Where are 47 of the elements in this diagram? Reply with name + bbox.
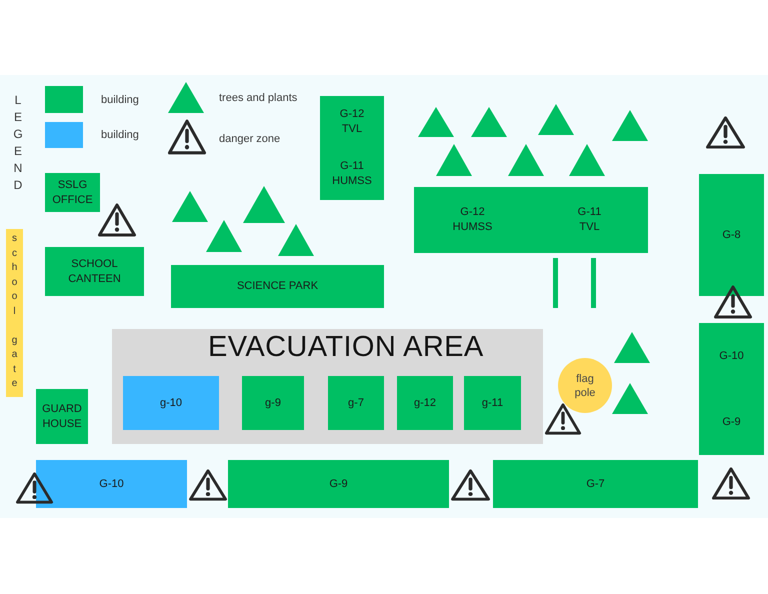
building-label: G-9 xyxy=(722,414,741,430)
building-block xyxy=(45,247,144,296)
legend-heading: LEGEND xyxy=(12,92,24,194)
building-label: SSLG OFFICE xyxy=(51,178,94,208)
gate-strip xyxy=(6,229,23,397)
building-label: g-7 xyxy=(348,396,364,410)
building-block xyxy=(699,174,764,296)
legend-text: danger zone xyxy=(219,132,280,146)
gate-label: school gate xyxy=(10,232,18,391)
building-label: G-12 TVL xyxy=(338,107,366,137)
legend-text: building xyxy=(101,93,139,107)
flag-pole-label: flag pole xyxy=(574,372,596,400)
legend-text: trees and plants xyxy=(219,91,298,105)
building-label: g-11 xyxy=(482,396,504,410)
building-label: g-9 xyxy=(265,396,281,410)
building-label: G-10 xyxy=(719,348,744,364)
building-block xyxy=(45,173,100,212)
building-block xyxy=(242,376,304,430)
building-label: GUARD HOUSE xyxy=(41,402,83,432)
evacuation-area xyxy=(112,329,543,444)
building-block xyxy=(36,460,187,508)
building-block xyxy=(320,96,384,200)
building-label: G-7 xyxy=(586,476,605,492)
narrow-structure xyxy=(553,258,558,308)
building-label: G-11 TVL xyxy=(576,205,602,235)
building-block xyxy=(123,376,219,430)
building-block xyxy=(397,376,453,430)
building-label: g-10 xyxy=(160,396,182,410)
building-label: SCHOOL CANTEEN xyxy=(67,256,122,286)
building-label: G-11 HUMSS xyxy=(331,159,373,189)
narrow-structure xyxy=(591,258,596,308)
building-label: g-12 xyxy=(414,396,436,410)
building-block xyxy=(36,389,88,444)
building-label: G-12 HUMSS xyxy=(452,205,494,235)
area-title: EVACUATION AREA xyxy=(208,331,484,364)
legend-text: building xyxy=(101,128,139,142)
building-block xyxy=(328,376,384,430)
building-block xyxy=(171,265,384,308)
building-label: G-8 xyxy=(722,228,741,242)
building-label: SCIENCE PARK xyxy=(236,279,318,294)
building-block xyxy=(228,460,449,508)
building-block xyxy=(699,323,764,455)
building-block xyxy=(493,460,698,508)
building-label: G-10 xyxy=(99,476,124,492)
building-block xyxy=(464,376,521,430)
building-label: G-9 xyxy=(329,476,348,492)
building-block xyxy=(414,187,648,253)
